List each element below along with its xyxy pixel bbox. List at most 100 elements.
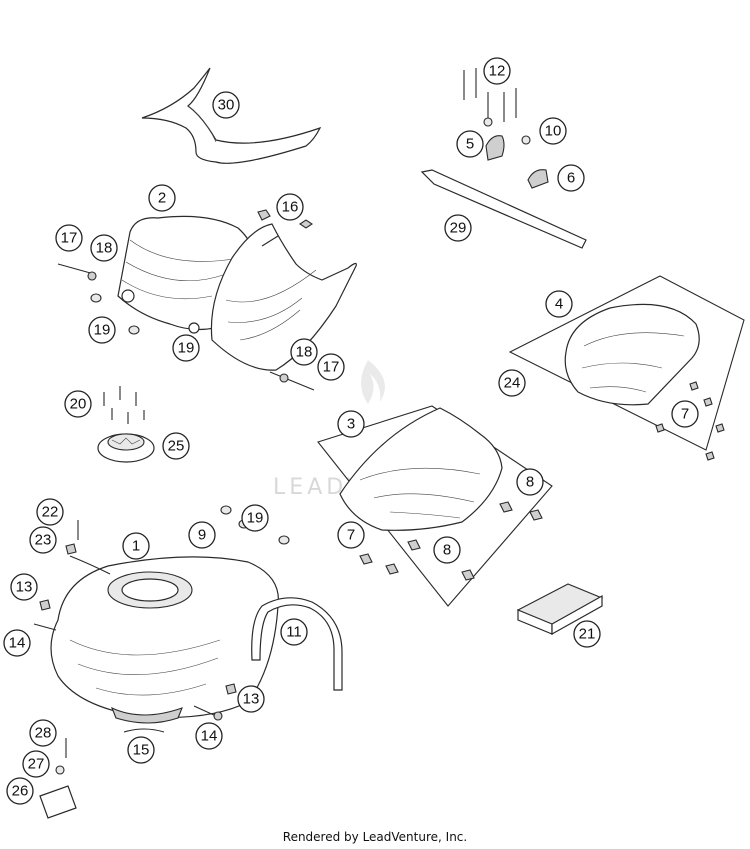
callout-circle	[162, 432, 190, 460]
callout-9: 9	[188, 521, 216, 549]
callout-number: 19	[94, 322, 111, 339]
callout-number: 15	[133, 742, 150, 759]
callout-circle	[539, 117, 567, 145]
callout-circle	[280, 618, 308, 646]
callout-28: 28	[29, 719, 57, 747]
foam-block-part	[516, 583, 604, 636]
guard-bar-part	[251, 597, 343, 691]
footer-credit: Rendered by LeadVenture, Inc.	[282, 830, 468, 844]
callout-circle	[122, 532, 150, 560]
callout-number: 30	[218, 97, 235, 114]
callout-18: 18	[90, 234, 118, 262]
callout-number: 3	[347, 416, 355, 433]
tank-hardware-parts	[33, 520, 237, 721]
callout-30: 30	[212, 91, 240, 119]
callout-number: 13	[243, 691, 260, 708]
callout-circle	[290, 338, 318, 366]
callout-circle	[573, 620, 601, 648]
callout-number: 21	[579, 626, 596, 643]
callout-circle	[456, 130, 484, 158]
callout-number: 6	[567, 170, 575, 187]
callout-circle	[10, 573, 38, 601]
screw-17-parts	[57, 263, 315, 391]
callout-14: 14	[195, 722, 223, 750]
callout-14: 14	[3, 629, 31, 657]
callout-17: 17	[55, 224, 83, 252]
callout-circle	[516, 468, 544, 496]
callout-circle	[29, 719, 57, 747]
callout-10: 10	[539, 117, 567, 145]
callout-22: 22	[36, 498, 64, 526]
callout-27: 27	[22, 750, 50, 778]
callout-number: 7	[347, 527, 355, 544]
callout-number: 19	[247, 510, 264, 527]
callout-circle	[90, 234, 118, 262]
callout-number: 10	[545, 123, 562, 140]
callout-circle	[64, 390, 92, 418]
callout-circle	[127, 736, 155, 764]
callout-23: 23	[29, 526, 57, 554]
callout-circle	[433, 536, 461, 564]
callout-circle	[172, 334, 200, 362]
callout-circle	[212, 91, 240, 119]
callout-26: 26	[6, 777, 34, 805]
strap-part	[420, 169, 587, 249]
callout-number: 8	[443, 542, 451, 559]
callout-number: 11	[286, 624, 302, 641]
callout-24: 24	[498, 369, 526, 397]
callout-number: 27	[28, 756, 45, 773]
callout-number: 17	[323, 359, 340, 376]
sensor-parts	[39, 738, 77, 819]
callout-number: 18	[96, 240, 113, 257]
callout-number: 13	[16, 579, 33, 596]
callout-number: 1	[132, 538, 140, 555]
callout-6: 6	[557, 164, 585, 192]
callout-1: 1	[122, 532, 150, 560]
callout-19: 19	[241, 504, 269, 532]
callout-number: 28	[35, 725, 52, 742]
pillion-seat-panel	[508, 275, 745, 461]
callout-21: 21	[573, 620, 601, 648]
callout-circle	[337, 410, 365, 438]
callout-number: 22	[42, 504, 59, 521]
watermark-logo	[361, 360, 385, 404]
callout-circle	[237, 685, 265, 713]
callout-circle	[317, 353, 345, 381]
callout-circle	[276, 193, 304, 221]
callout-number: 25	[168, 438, 185, 455]
filler-cap-part	[97, 433, 155, 463]
callout-8: 8	[433, 536, 461, 564]
callout-circle	[29, 526, 57, 554]
callout-number: 7	[681, 406, 689, 423]
callout-number: 24	[504, 375, 521, 392]
callout-number: 14	[9, 635, 26, 652]
callout-circle	[88, 316, 116, 344]
callout-12: 12	[483, 57, 511, 85]
callout-circle	[6, 777, 34, 805]
callout-number: 5	[466, 136, 474, 153]
callout-11: 11	[280, 618, 308, 646]
callout-16: 16	[276, 193, 304, 221]
callout-number: 9	[198, 527, 206, 544]
screws-20-parts	[103, 386, 145, 424]
callout-8: 8	[516, 468, 544, 496]
callout-circle	[498, 369, 526, 397]
callout-circle	[671, 400, 699, 428]
hose-part	[123, 728, 165, 733]
callout-25: 25	[162, 432, 190, 460]
callout-circle	[337, 521, 365, 549]
callout-circle	[483, 57, 511, 85]
callout-group: 1234567788910111213131414151617171818191…	[3, 57, 699, 805]
rider-seat-panel	[317, 405, 553, 607]
fuel-tank-part	[50, 556, 280, 724]
side-panel-part	[117, 215, 357, 371]
callout-3: 3	[337, 410, 365, 438]
callout-number: 29	[450, 220, 467, 237]
callout-number: 2	[158, 190, 166, 207]
callout-17: 17	[317, 353, 345, 381]
callout-number: 12	[489, 63, 506, 80]
callout-number: 23	[35, 532, 52, 549]
callout-19: 19	[88, 316, 116, 344]
tank-cover-part	[141, 67, 322, 164]
